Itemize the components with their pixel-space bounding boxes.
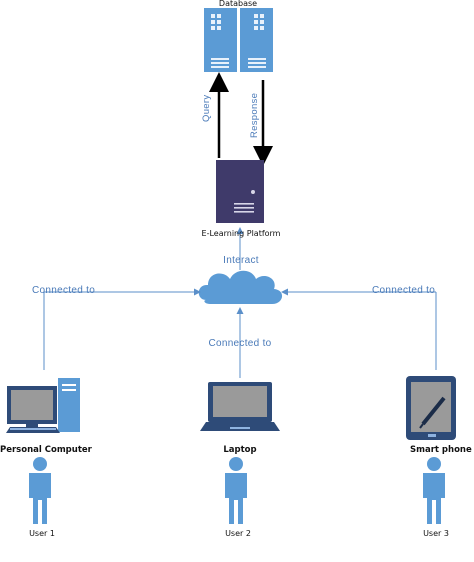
device-label-personal-computer: Personal Computer bbox=[0, 445, 92, 455]
query-label: Query bbox=[201, 94, 212, 122]
platform-label: E-Learning Platform bbox=[201, 229, 281, 238]
user-3-label: User 3 bbox=[423, 529, 449, 538]
device-label-laptop: Laptop bbox=[223, 445, 257, 455]
user-3-icon bbox=[423, 457, 445, 524]
user-2-icon bbox=[225, 457, 247, 524]
user-2-label: User 2 bbox=[225, 529, 251, 538]
platform-server-icon bbox=[216, 160, 264, 223]
database-label: Database bbox=[218, 0, 258, 8]
tablet-icon bbox=[406, 376, 456, 440]
right-connection-label: Connected to bbox=[372, 285, 436, 296]
left-connection-label: Connected to bbox=[32, 285, 96, 296]
laptop-icon bbox=[200, 382, 280, 431]
interact-label: Interact bbox=[223, 255, 259, 266]
response-label: Response bbox=[249, 92, 260, 138]
user-1-icon bbox=[29, 457, 51, 524]
center-connection-label: Connected to bbox=[208, 338, 272, 349]
database-server-icon bbox=[204, 8, 273, 72]
cloud-icon bbox=[198, 270, 283, 304]
desktop-computer-icon bbox=[6, 378, 80, 433]
device-label-smart-phone: Smart phone bbox=[410, 445, 472, 455]
user-1-label: User 1 bbox=[29, 529, 55, 538]
